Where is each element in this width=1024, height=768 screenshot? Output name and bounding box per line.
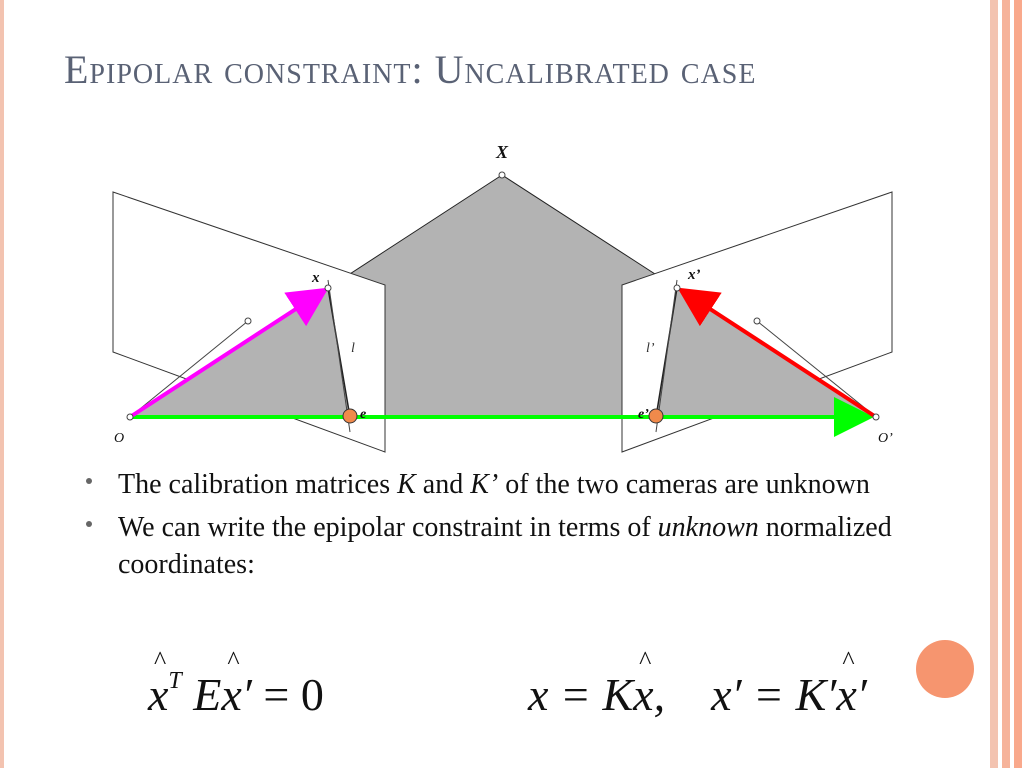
bullet-marker [86, 478, 92, 484]
symbol-K: K [397, 469, 416, 500]
bullet-item-calibration: The calibration matrices K and K’ of the… [86, 466, 906, 503]
eq-x-equals-K: x = K [528, 669, 634, 720]
right-plane-edge [655, 279, 678, 433]
bullet-item-normalized: We can write the epipolar constraint in … [86, 509, 906, 583]
point-X [498, 171, 506, 179]
camera-center-O-prime [872, 413, 880, 421]
ray-left-magenta [128, 287, 329, 419]
decorative-orange-circle [916, 640, 974, 698]
bullet-text-part: The calibration matrices [118, 469, 398, 500]
left-plane-edge [327, 279, 351, 433]
equation-normalization: x = Kx, x′ = K′x′ [528, 646, 867, 721]
slide-title: Epipolar constraint: Uncalibrated case [64, 47, 757, 92]
epipolar-line-left [327, 287, 351, 418]
label-e-prime: e’ [638, 407, 649, 422]
eq-xprime-equals-Kprime: , x′ = K′ [653, 669, 837, 720]
label-O-prime: O’ [878, 431, 893, 446]
epipole-e-prime [648, 408, 664, 424]
right-stripe-1 [990, 0, 998, 768]
bullet-text-part: We can write the epipolar constraint in … [118, 512, 658, 543]
epipolar-diagram: X x x’ l l’ e e’ O O’ [112, 142, 893, 453]
label-e: e [360, 407, 366, 422]
right-stripe-3 [1014, 0, 1022, 768]
left-optical-axis [129, 320, 249, 418]
point-x-prime [673, 284, 681, 292]
bullet-text-part: normalized coordinates: [118, 512, 892, 580]
eq-xhat-prime-2: x′ [836, 646, 866, 721]
eq-transpose: T [168, 668, 182, 694]
eq-xhat-prime: x′ [221, 646, 251, 721]
label-x: x [311, 270, 320, 286]
label-O: O [114, 431, 124, 446]
eq-equals-zero: = 0 [251, 669, 324, 720]
bullet-marker [86, 521, 92, 527]
right-stripe-2 [1002, 0, 1010, 768]
label-l: l [351, 341, 355, 356]
point-x [324, 284, 332, 292]
right-principal-point [753, 317, 761, 325]
label-X: X [495, 142, 509, 162]
camera-center-O [126, 413, 134, 421]
symbol-K-prime: K’ [470, 469, 499, 500]
bullet-text-part: and [415, 469, 471, 500]
eq-E: E [193, 669, 222, 720]
label-x-prime: x’ [687, 267, 701, 283]
equation-epipolar-constraint: xT Ex′ = 0 [148, 646, 324, 721]
label-l-prime: l’ [646, 341, 655, 356]
bullet-text-part: of the two cameras are unknown [498, 469, 870, 500]
bullet-list: The calibration matrices K and K’ of the… [86, 466, 906, 589]
eq-xhat-2: x [633, 646, 653, 721]
ray-right-red [677, 287, 878, 419]
left-principal-point [244, 317, 252, 325]
epipole-e [342, 408, 358, 424]
emphasis-unknown: unknown [657, 512, 759, 543]
eq-xhat: x [148, 646, 168, 721]
